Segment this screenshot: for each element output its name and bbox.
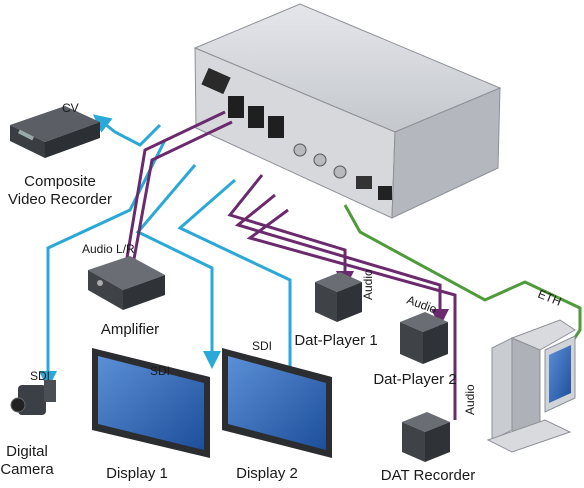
computer	[486, 319, 576, 453]
recorder-audio-label: Audio	[463, 384, 477, 415]
display-1	[92, 348, 210, 458]
amplifier-audio-cable	[123, 110, 226, 271]
camera-label-line2: Camera	[0, 461, 54, 478]
player2-audio-label: Audio	[405, 293, 439, 317]
audio-lr-label: Audio L/R	[82, 242, 135, 256]
dat-player-2	[400, 312, 448, 364]
player1-audio-label: Audio	[361, 269, 375, 300]
display2-sdi-cable	[177, 178, 299, 387]
composite-video-recorder	[10, 106, 100, 158]
amplifier-label: Amplifier	[101, 321, 159, 338]
display1-label: Display 1	[106, 465, 168, 482]
display1-sdi-cable	[135, 164, 221, 369]
camera-label-line1: Digital	[6, 443, 48, 460]
display2-sdi-label: SDI	[252, 339, 272, 353]
camera-sdi-cable	[39, 139, 167, 389]
composite-recorder-label-line1: Composite	[24, 173, 96, 190]
recorder-audio-cable	[246, 208, 457, 420]
audio-cables	[123, 110, 457, 420]
rear-connectors	[228, 96, 392, 200]
dat-recorder-label: DAT Recorder	[381, 467, 475, 484]
display1-sdi-label: SDI	[150, 364, 170, 378]
cv-label: CV	[62, 101, 79, 115]
composite-recorder-label-line2: Video Recorder	[8, 191, 112, 208]
player2-audio-cable	[234, 193, 449, 327]
dat-player2-label: Dat-Player 2	[373, 371, 456, 388]
dat-recorder	[402, 412, 450, 462]
switcher-unit	[193, 3, 502, 219]
dat-player-1	[315, 272, 362, 322]
camera-sdi-label: SDI	[30, 369, 50, 383]
dat-player1-label: Dat-Player 1	[294, 332, 377, 349]
amplifier	[88, 256, 165, 310]
amplifier-audio-cable-2	[130, 120, 233, 271]
sdi-cables	[39, 114, 299, 389]
display2-label: Display 2	[236, 465, 298, 482]
cv-cable	[92, 114, 162, 147]
digital-camera	[10, 380, 56, 415]
display-2	[222, 348, 332, 458]
eth-cable	[343, 204, 582, 361]
eth-label: ETH	[536, 287, 563, 309]
